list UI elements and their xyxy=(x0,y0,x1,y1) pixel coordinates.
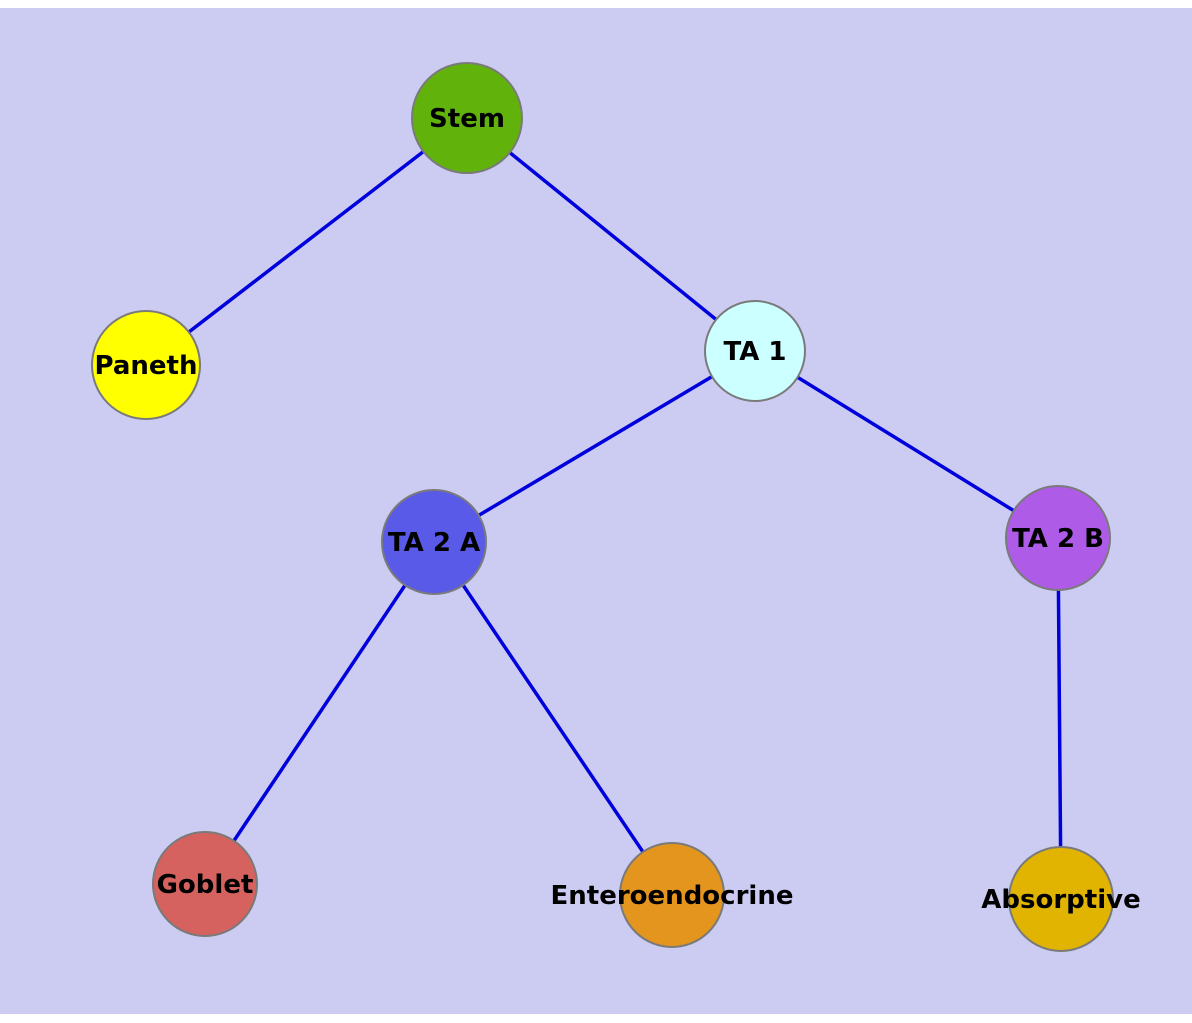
node-ta1[interactable]: TA 1 xyxy=(704,300,806,402)
edge-stem-paneth[interactable] xyxy=(144,116,469,367)
edge-stem-ta1[interactable] xyxy=(465,116,757,353)
node-ta2a[interactable]: TA 2 A xyxy=(381,489,487,595)
node-circle-goblet xyxy=(152,831,258,937)
edge-ta2b-absorptive[interactable] xyxy=(1056,536,1063,901)
node-circle-stem xyxy=(411,62,523,174)
node-circle-ta1 xyxy=(704,300,806,402)
node-stem[interactable]: Stem xyxy=(411,62,523,174)
edge-ta2a-goblet[interactable] xyxy=(203,540,436,886)
edge-ta2a-enteroendocrine[interactable] xyxy=(432,540,674,897)
node-circle-enteroendocrine xyxy=(619,842,725,948)
node-circle-ta2a xyxy=(381,489,487,595)
edge-ta1-ta2b[interactable] xyxy=(753,349,1060,540)
edges-layer xyxy=(144,116,1063,901)
node-goblet[interactable]: Goblet xyxy=(152,831,258,937)
node-ta2b[interactable]: TA 2 B xyxy=(1005,485,1111,591)
edge-ta1-ta2a[interactable] xyxy=(432,349,757,544)
node-circle-paneth xyxy=(91,310,201,420)
node-paneth[interactable]: Paneth xyxy=(91,310,201,420)
node-circle-ta2b xyxy=(1005,485,1111,591)
node-circle-absorptive xyxy=(1008,846,1114,952)
